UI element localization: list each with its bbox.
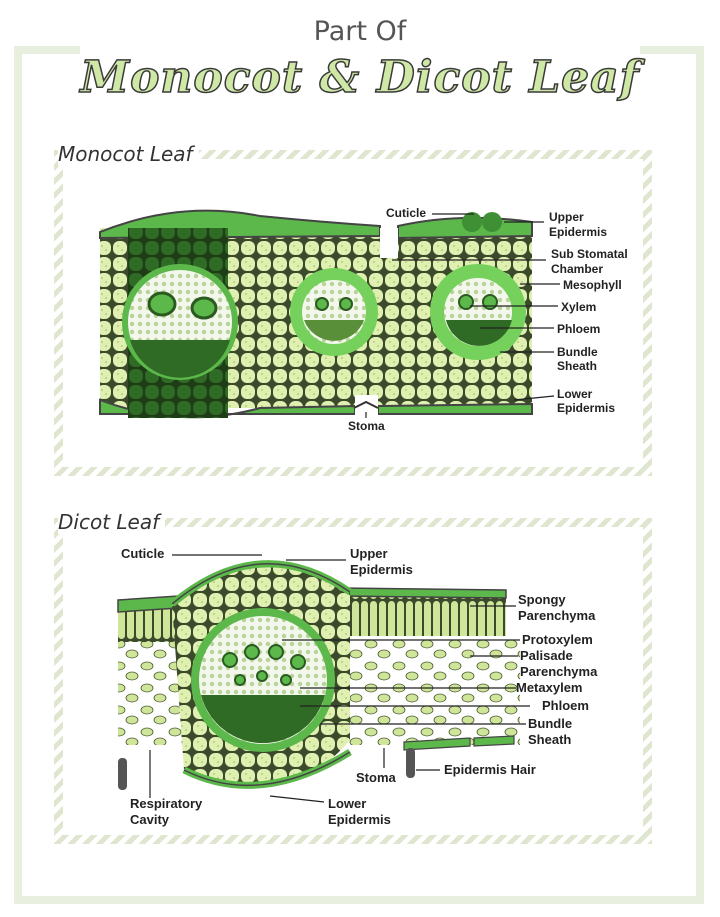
title-mask xyxy=(80,30,640,70)
monocot-label-upper-epidermis-2: Epidermis xyxy=(549,225,607,239)
dicot-heading: Dicot Leaf xyxy=(58,510,166,534)
dicot-label-cuticle: Cuticle xyxy=(121,546,164,561)
monocot-label-bundle-sheath-1: Bundle xyxy=(557,345,598,359)
dicot-label-lower-epidermis-1: Lower xyxy=(328,796,366,811)
dicot-label-respiratory-1: Respiratory xyxy=(130,796,203,811)
dicot-label-phloem: Phloem xyxy=(542,698,589,713)
dicot-palisade-right xyxy=(340,592,506,636)
page-subtitle: Part Of xyxy=(313,16,407,47)
dicot-label-palisade-2: Parenchyma xyxy=(520,664,598,679)
dicot-label-respiratory-2: Cavity xyxy=(130,812,170,827)
dicot-label-epidermis-hair: Epidermis Hair xyxy=(444,762,536,777)
dicot-hair-right xyxy=(406,748,415,778)
monocot-diagram: Cuticle Upper Epidermis Sub Stomatal Cha… xyxy=(99,206,628,433)
monocot-stoma xyxy=(353,400,379,409)
monocot-lower-epidermis-right xyxy=(377,402,533,415)
monocot-label-lower-epidermis-2: Epidermis xyxy=(557,401,615,415)
dicot-label-spongy-1: Spongy xyxy=(518,592,566,607)
dicot-label-bundle-sheath-1: Bundle xyxy=(528,716,572,731)
dicot-label-spongy-2: Parenchyma xyxy=(518,608,596,623)
monocot-label-mesophyll: Mesophyll xyxy=(563,278,622,292)
dicot-label-upper-epidermis-1: Upper xyxy=(350,546,388,561)
dicot-phloem xyxy=(201,695,325,744)
monocot-label-stoma: Stoma xyxy=(348,419,385,433)
dicot-label-stoma: Stoma xyxy=(356,770,397,785)
dicot-label-lower-epidermis-2: Epidermis xyxy=(328,812,391,827)
dicot-label-bundle-sheath-2: Sheath xyxy=(528,732,571,747)
dicot-label-palisade-1: Palisade xyxy=(520,648,573,663)
dicot-hair-left xyxy=(118,758,127,790)
monocot-label-bundle-sheath-2: Sheath xyxy=(557,359,597,373)
monocot-label-sub-stomatal-1: Sub Stomatal xyxy=(551,247,628,261)
dicot-diagram: Cuticle Upper Epidermis Spongy Parenchym… xyxy=(117,546,598,827)
monocot-heading: Monocot Leaf xyxy=(58,142,199,166)
monocot-label-lower-epidermis-1: Lower xyxy=(557,387,593,401)
monocot-label-xylem: Xylem xyxy=(561,300,596,314)
monocot-label-upper-epidermis-1: Upper xyxy=(549,210,584,224)
monocot-label-cuticle: Cuticle xyxy=(386,206,426,220)
dicot-label-metaxylem: Metaxylem xyxy=(516,680,582,695)
monocot-label-phloem: Phloem xyxy=(557,322,600,336)
monocot-label-sub-stomatal-2: Chamber xyxy=(551,262,603,276)
dicot-label-protoxylem: Protoxylem xyxy=(522,632,593,647)
page-title: Monocot & Dicot Leaf xyxy=(80,51,640,104)
dicot-label-upper-epidermis-2: Epidermis xyxy=(350,562,413,577)
